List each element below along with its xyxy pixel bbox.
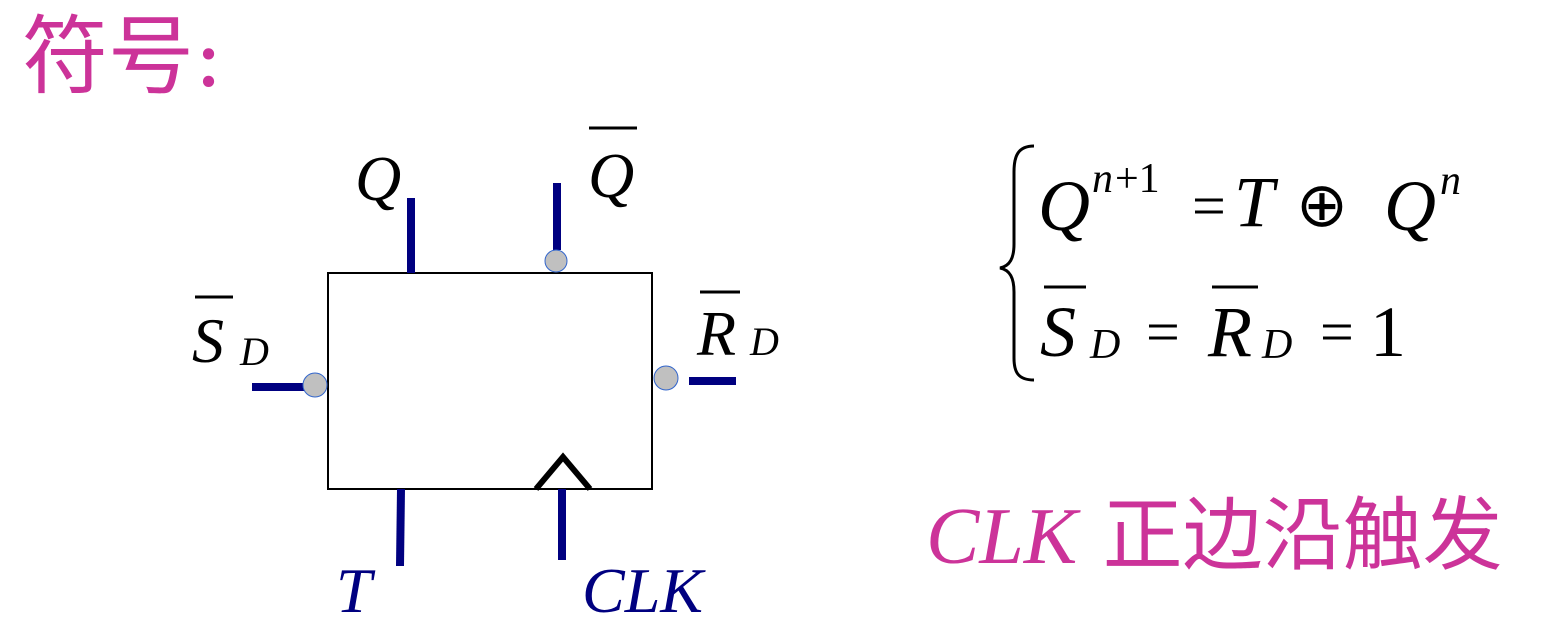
eq2-r-subscript: D xyxy=(1261,322,1292,368)
q-bar-inversion-bubble xyxy=(544,249,568,273)
equation-line-2: S D = R D = 1 xyxy=(1040,285,1406,372)
reset-direct-inversion-bubble xyxy=(653,365,679,391)
trigger-note-signal: CLK xyxy=(926,493,1078,581)
eq2-s: S xyxy=(1040,292,1076,372)
eq1-lhs-superscript: n+1 xyxy=(1092,156,1160,202)
q-output-label: Q xyxy=(355,143,401,214)
eq1-rhs-superscript: n xyxy=(1440,158,1461,204)
trigger-note: CLK 正边沿触发 xyxy=(926,496,1503,578)
set-direct-inversion-bubble xyxy=(302,372,328,398)
reset-direct-label: R xyxy=(696,298,736,369)
trigger-note-text: 正边沿触发 xyxy=(1102,489,1503,582)
eq1-lhs: Q xyxy=(1038,166,1090,246)
eq1-equals: = xyxy=(1192,173,1226,239)
eq2-s-subscript: D xyxy=(1089,322,1120,368)
eq1-rhs: Q xyxy=(1384,166,1436,246)
equation-brace xyxy=(999,144,1035,382)
eq2-one: 1 xyxy=(1370,292,1406,372)
clock-edge-triangle xyxy=(533,452,593,491)
eq1-t: T xyxy=(1234,162,1279,242)
eq2-r: R xyxy=(1207,292,1252,372)
eq2-equals-2: = xyxy=(1320,299,1354,365)
eq2-equals-1: = xyxy=(1146,299,1180,365)
equation-line-1: Q n+1 = T ⊕ Q n xyxy=(1038,156,1461,246)
t-input-wire xyxy=(396,488,405,567)
q-bar-output-label: Q xyxy=(588,140,634,211)
reset-direct-subscript: D xyxy=(749,319,779,364)
t-input-label: T xyxy=(336,555,376,626)
set-direct-subscript: D xyxy=(239,329,269,374)
clk-input-label: CLK xyxy=(582,555,706,626)
set-direct-label: S xyxy=(192,305,224,376)
flip-flop-box xyxy=(327,272,653,490)
eq1-xor: ⊕ xyxy=(1296,172,1348,240)
heading: 符号: xyxy=(22,7,223,107)
